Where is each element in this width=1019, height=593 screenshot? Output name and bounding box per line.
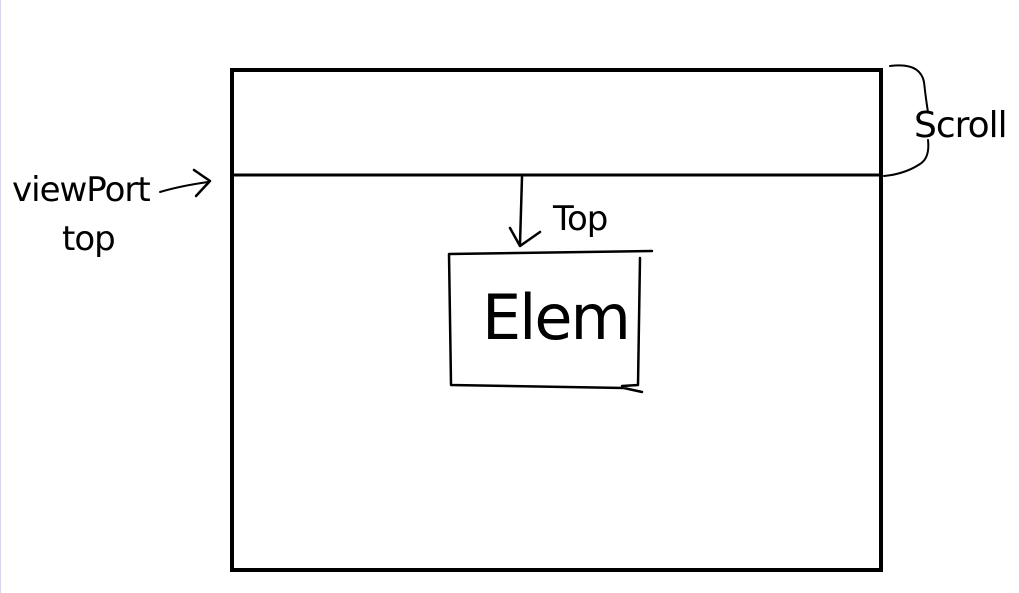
viewport-arrow [159, 168, 212, 198]
viewport-top-label-line1: viewPort [12, 170, 150, 210]
top-offset-arrow [508, 175, 542, 248]
element-label: Elem [482, 281, 629, 354]
scroll-label: Scroll [914, 105, 1007, 146]
left-edge-line [0, 0, 1, 593]
viewport-top-label-line2: top [62, 219, 115, 259]
document-box [230, 68, 883, 572]
scroll-brace [883, 64, 930, 177]
element-box [447, 249, 654, 394]
top-label: Top [552, 199, 607, 239]
